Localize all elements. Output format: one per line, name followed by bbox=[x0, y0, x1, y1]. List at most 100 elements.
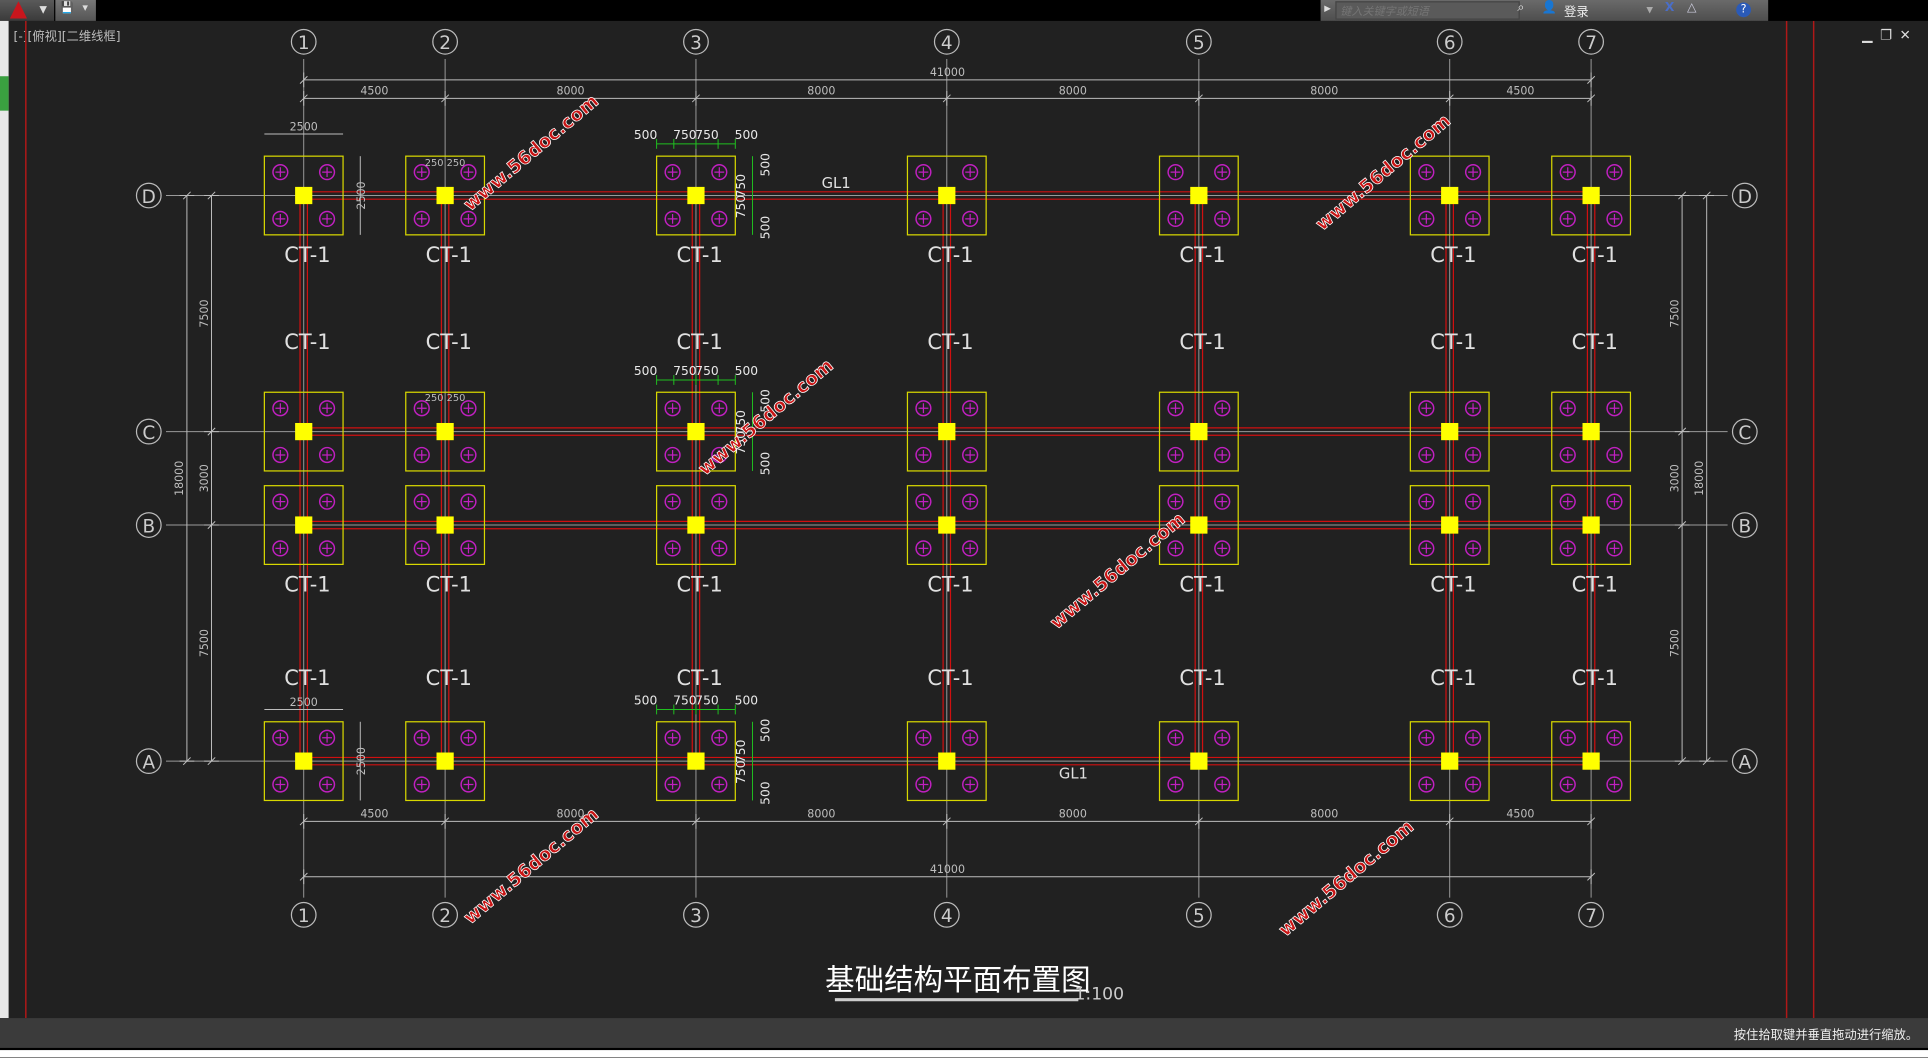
pile-circle bbox=[1214, 210, 1231, 227]
search-input[interactable] bbox=[1335, 1, 1520, 20]
chevron-down-icon[interactable]: ▾ bbox=[82, 2, 88, 15]
detail-dimension-text: 500 bbox=[759, 153, 773, 176]
pile-circle bbox=[1464, 540, 1482, 557]
user-icon[interactable]: 👤 bbox=[1541, 1, 1558, 15]
column bbox=[1441, 186, 1459, 205]
pile-cross bbox=[1562, 403, 1573, 414]
pile-cap bbox=[655, 721, 736, 802]
pile-circle bbox=[1559, 210, 1576, 227]
pile-cross bbox=[416, 213, 427, 224]
pile-circle bbox=[318, 540, 336, 557]
detail-dimension-text: 500 bbox=[634, 364, 657, 378]
dimension-text: 18000 bbox=[173, 461, 186, 496]
pile-cap bbox=[405, 485, 486, 566]
column bbox=[436, 752, 454, 770]
column bbox=[1441, 422, 1459, 441]
pile-cross bbox=[1609, 732, 1620, 743]
cap-label: CT-1 bbox=[426, 330, 472, 354]
pile-cap bbox=[1158, 155, 1239, 236]
pile-circle bbox=[1418, 540, 1435, 557]
dimension-tick bbox=[1699, 757, 1715, 766]
pile-circle bbox=[413, 400, 430, 417]
pile-cross bbox=[1562, 732, 1573, 743]
pile-cap bbox=[655, 391, 736, 472]
axis-label: 2 bbox=[439, 33, 451, 54]
binoculars-icon[interactable]: ⌕ bbox=[1517, 1, 1525, 15]
pile-cross bbox=[416, 543, 427, 554]
minimize-icon[interactable]: ▁ bbox=[1862, 27, 1880, 44]
detail-dimension-text: 750 bbox=[695, 128, 718, 142]
close-icon[interactable]: ✕ bbox=[1899, 27, 1919, 44]
drawing-canvas[interactable]: CT-1CT-1CT-1CT-1CT-1CT-1CT-1CT-1CT-1CT-1… bbox=[0, 20, 1928, 1019]
pile-circle bbox=[1167, 210, 1184, 227]
dimension-tick bbox=[441, 813, 450, 829]
expand-arrow-icon[interactable]: ▶ bbox=[1324, 3, 1331, 14]
connect-icon[interactable]: △ bbox=[1687, 1, 1697, 15]
pile-cross bbox=[275, 213, 286, 224]
application-menu-button[interactable]: ▼ bbox=[0, 0, 55, 21]
pile-cross bbox=[918, 496, 929, 507]
pile-cross bbox=[965, 779, 976, 790]
pile-circle bbox=[272, 540, 289, 557]
column bbox=[938, 752, 956, 770]
pile-circle bbox=[915, 776, 932, 793]
column bbox=[295, 422, 313, 441]
cap-label: CT-1 bbox=[1179, 666, 1225, 690]
cap-label: CT-1 bbox=[1179, 572, 1225, 596]
axis-label: 2 bbox=[439, 906, 451, 927]
window-controls: ▁❐✕ bbox=[1862, 27, 1918, 43]
column bbox=[687, 516, 705, 534]
login-button[interactable]: 登录 bbox=[1564, 6, 1589, 20]
pile-circle bbox=[711, 210, 728, 227]
dimension-text: 4500 bbox=[360, 85, 388, 98]
pile-circle bbox=[1167, 446, 1184, 464]
pile-cross bbox=[918, 779, 929, 790]
pile-cross bbox=[1562, 450, 1573, 460]
quick-access-toolbar[interactable]: 💾▾ bbox=[55, 0, 96, 21]
bottom-bar bbox=[0, 1047, 1928, 1058]
pile-circle bbox=[460, 729, 477, 746]
axis-bubble bbox=[135, 512, 162, 538]
pile-cap bbox=[1409, 155, 1490, 236]
pile-cross bbox=[322, 403, 332, 414]
pile-cross bbox=[1468, 167, 1478, 178]
axis-bubble bbox=[933, 28, 960, 55]
chevron-down-icon[interactable]: ▼ bbox=[1646, 4, 1654, 15]
pile-cross bbox=[965, 450, 976, 460]
save-icon[interactable]: 💾 bbox=[60, 2, 75, 15]
dimension-tick bbox=[942, 813, 951, 829]
axis-bubble bbox=[290, 28, 317, 55]
pile-circle bbox=[664, 164, 681, 181]
dimension-tick bbox=[1674, 757, 1690, 766]
pile-cross bbox=[965, 167, 976, 178]
pile-cross bbox=[463, 213, 474, 224]
pile-cross bbox=[714, 779, 725, 790]
pile-cap bbox=[405, 155, 486, 236]
restore-icon[interactable]: ❐ bbox=[1879, 27, 1900, 44]
dimension-text: 2500 bbox=[355, 747, 368, 775]
pile-circle bbox=[1464, 210, 1482, 227]
viewport-controls[interactable]: [-][俯视][二维线框] bbox=[13, 30, 121, 45]
pile-cap bbox=[1158, 485, 1239, 566]
watermark: www.56doc.com bbox=[1275, 816, 1418, 941]
detail-dimension-text: 750 bbox=[673, 128, 696, 142]
pile-circle bbox=[1418, 164, 1435, 181]
exchange-icon[interactable]: X bbox=[1664, 1, 1675, 15]
help-icon[interactable]: ? bbox=[1736, 2, 1751, 18]
axis-label: A bbox=[142, 753, 155, 774]
dimension-tick bbox=[1445, 90, 1454, 106]
pile-circle bbox=[1559, 776, 1576, 793]
axis-bubble bbox=[1185, 901, 1212, 928]
dimension-text: 4500 bbox=[1506, 808, 1534, 821]
pile-circle bbox=[962, 400, 979, 417]
pile-circle bbox=[1214, 446, 1231, 464]
pile-circle bbox=[1559, 400, 1576, 417]
pile-cross bbox=[1421, 167, 1432, 178]
pile-circle bbox=[318, 164, 336, 181]
pile-cross bbox=[1170, 450, 1181, 460]
pile-cross bbox=[416, 779, 427, 790]
pile-cross bbox=[1468, 450, 1478, 460]
left-panel-edge bbox=[0, 20, 9, 1019]
pile-circle bbox=[318, 493, 336, 510]
pile-circle bbox=[1167, 540, 1184, 557]
